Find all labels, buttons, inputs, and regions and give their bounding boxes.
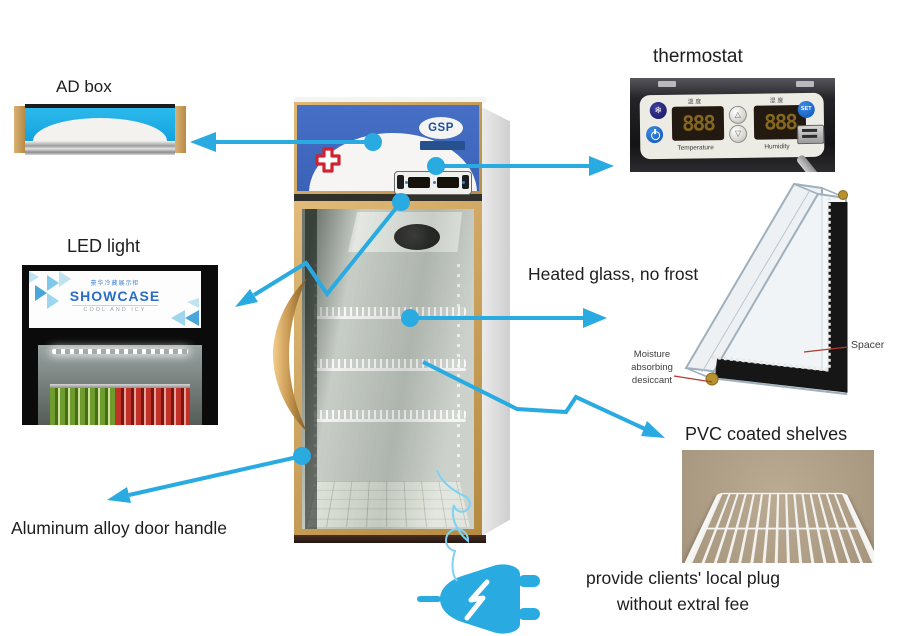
showcase-sign-cn-text: 豪华冷藏展示柜: [90, 281, 140, 287]
moisture-desiccant-label: Moisture absorbing desiccant: [624, 348, 680, 387]
spacer-label: Spacer: [851, 339, 885, 351]
ad-box-dome: [33, 118, 167, 141]
up-button: △: [728, 105, 747, 125]
showcase-sign: 豪华冷藏展示柜 SHOWCASE COOL AND ICY: [29, 271, 201, 328]
temperature-cn-label: 温 度: [687, 99, 702, 106]
led-interior: [38, 345, 202, 425]
spacer-band: [714, 202, 848, 393]
down-button: ▽: [728, 124, 748, 144]
thermostat-controller: ❄ 温 度 湿 度 888 888 △ ▽ Temperature Humidi…: [639, 92, 835, 172]
ad-box-aluminum-rail: [25, 141, 175, 155]
temperature-display-digits: 888: [681, 111, 715, 136]
header-door-seam: [294, 194, 482, 201]
device-display: [437, 177, 459, 188]
up-arrow-icon: △: [734, 109, 741, 119]
plug-note-line2: without extral fee: [616, 594, 750, 614]
plug-note: provide clients' local plug without extr…: [553, 565, 813, 617]
humidity-display-digits: 888: [763, 110, 797, 135]
ad-box-panel: [25, 104, 175, 155]
fridge-side-panel: [480, 106, 510, 537]
pane-thickness-line: [701, 189, 811, 373]
humidity-cn-label: 湿 度: [769, 98, 784, 105]
power-button: [645, 125, 664, 144]
device-display: [408, 177, 430, 188]
triangle-pattern-icon: [29, 271, 71, 309]
medical-cross-icon: [315, 147, 341, 173]
door-handle-label: Aluminum alloy door handle: [11, 518, 227, 538]
device-cap: [397, 175, 404, 189]
led-light-photo: 豪华冷藏展示柜 SHOWCASE COOL AND ICY: [22, 265, 218, 425]
ad-box-label: AD box: [56, 77, 112, 96]
glass-reflection: [302, 209, 474, 529]
lightning-icon: [464, 579, 490, 621]
led-strip-light: [52, 349, 188, 354]
fridge-top-edge: [294, 97, 486, 103]
gsp-sub-badge: [420, 141, 465, 150]
arrow-line-door-handle: [128, 454, 303, 497]
arrowhead-heated-glass: [583, 308, 607, 328]
door-interior: [302, 209, 474, 529]
set-button: SET: [797, 100, 815, 119]
moisture-line2: absorbing: [631, 362, 673, 373]
indicator-dot: [462, 181, 465, 184]
snowflake-icon: ❄: [654, 104, 663, 116]
thermostat-photo: ❄ 温 度 湿 度 888 888 △ ▽ Temperature Humidi…: [630, 78, 835, 172]
showcase-sign-subtitle: COOL AND ICY: [72, 305, 158, 313]
humidity-label: Humidity: [764, 143, 790, 151]
moisture-line1: Moisture: [633, 349, 671, 360]
ad-box-wood-cap-left: [14, 106, 25, 153]
triangle-pattern-icon: [171, 298, 199, 326]
set-button-label: SET: [800, 105, 812, 113]
green-cans: [50, 384, 116, 425]
led-light-label: LED light: [67, 236, 141, 256]
fridge-glass-door: [294, 201, 482, 537]
usb-port: [796, 124, 825, 145]
shelf-middle-wire: [704, 527, 860, 530]
door-handle: [273, 278, 307, 432]
plug-icon: [417, 564, 540, 634]
ad-box-light-panel: [25, 108, 175, 141]
power-icon: [651, 131, 661, 141]
down-arrow-icon: ▽: [734, 128, 742, 138]
ad-box-wood-cap-right: [175, 106, 186, 153]
moisture-line3: desiccant: [631, 375, 673, 386]
showcase-sign-title: SHOWCASE: [69, 288, 161, 304]
pvc-shelves-label: PVC coated shelves: [685, 424, 848, 444]
thermostat-label: thermostat: [653, 46, 743, 67]
fridge-bottom-trim: [294, 535, 486, 543]
mini-thermostat-device: [394, 171, 472, 195]
snowflake-button: ❄: [649, 101, 667, 120]
panel-clip: [796, 81, 814, 87]
gsp-logo-text: GSP: [428, 122, 454, 134]
wire-shelf: [682, 492, 874, 563]
red-cans: [116, 384, 190, 425]
probe-stylus: [795, 153, 835, 172]
spacer-pointer-line: [803, 346, 849, 353]
desiccant-pointer-line: [673, 375, 713, 383]
device-cap: [462, 175, 469, 189]
arrowhead-ad-box: [190, 132, 216, 152]
indicator-dot: [433, 181, 436, 184]
desiccant-granules: [838, 190, 848, 200]
plug-note-line1: provide clients' local plug: [585, 568, 780, 588]
glass-section-diagram: [673, 182, 849, 396]
temperature-label: Temperature: [677, 144, 714, 152]
pvc-shelf-photo: [682, 450, 874, 563]
arrowhead-led-light: [235, 289, 258, 307]
indicator-dot: [405, 181, 408, 184]
ad-box-image: [14, 104, 186, 155]
arrowhead-thermostat: [589, 156, 614, 176]
arrowhead-pvc-shelves: [641, 421, 665, 438]
desiccant-granules: [705, 372, 719, 386]
arrowhead-door-handle: [107, 487, 131, 503]
heated-glass-label: Heated glass, no frost: [528, 264, 699, 284]
panel-clip: [658, 81, 676, 87]
temperature-display: 888: [671, 106, 725, 141]
gsp-logo: GSP: [419, 117, 463, 139]
ad-box-top-edge: [25, 104, 175, 108]
